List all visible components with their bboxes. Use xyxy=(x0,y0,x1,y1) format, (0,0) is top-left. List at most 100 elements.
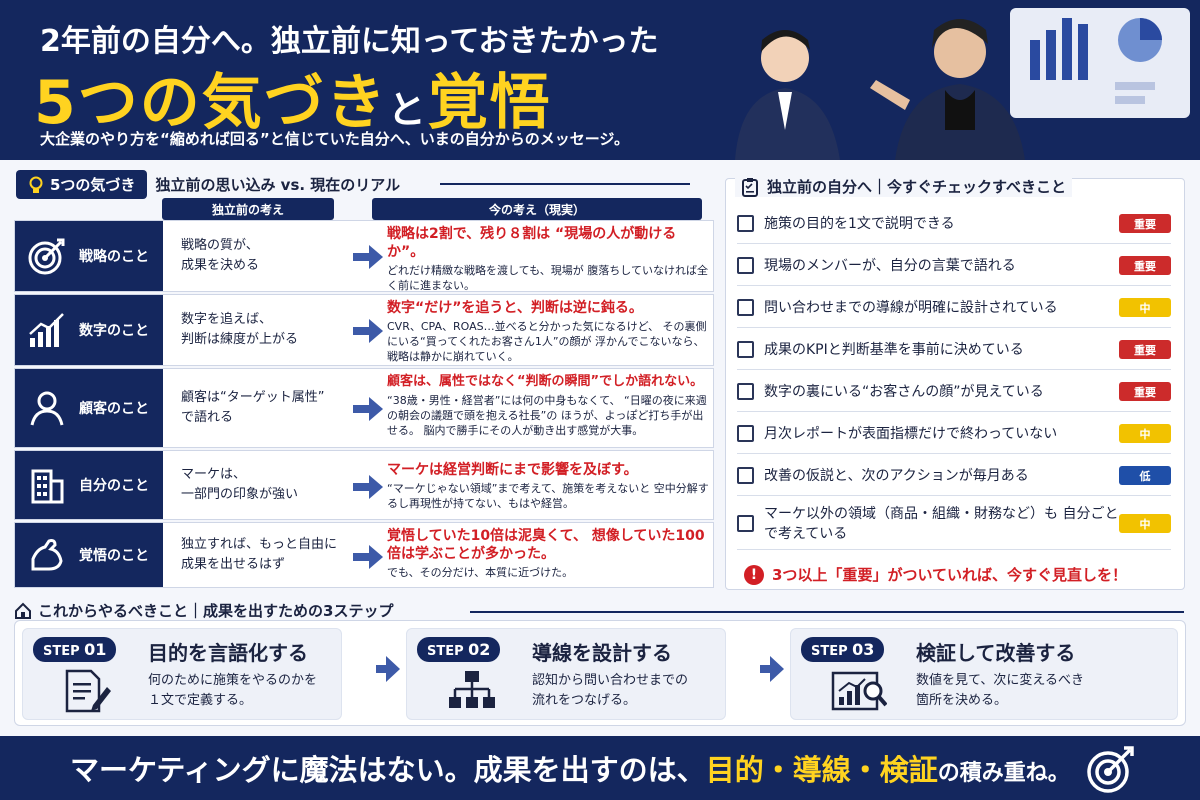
step-description-line: 認知から問い合わせまでの xyxy=(532,673,689,688)
step-card: STEP 02 導線を設計する 認知から問い合わせまでの流れをつなげる。 xyxy=(406,628,726,720)
reality-description: “マーケじゃない領域”まで考えて、施策を考えないと 空中分解するし再現性が持てな… xyxy=(387,482,709,510)
checkbox[interactable] xyxy=(737,299,754,316)
step-number: 02 xyxy=(468,640,491,659)
footer-banner: マーケティングに魔法はない。成果を出すのは、目的・導線・検証の積み重ね。 xyxy=(0,736,1200,800)
reality-headline: 覚悟していた10倍は泥臭くて、 想像していた100倍は学ぶことが多かった。 xyxy=(387,528,705,562)
row-label: 顧客のこと xyxy=(15,369,163,447)
priority-badge: 中 xyxy=(1119,424,1171,443)
step-title: 導線を設計する xyxy=(532,641,672,665)
checkbox[interactable] xyxy=(737,425,754,442)
checklist-item-text: 現場のメンバーが、自分の言葉で語れる xyxy=(764,257,1016,274)
old-belief-line: で語れる xyxy=(181,410,234,425)
step-badge-label: STEP xyxy=(427,644,464,659)
checklist-item[interactable]: 成果のKPIと判断基準を事前に決めている 重要 xyxy=(737,330,1171,370)
old-belief: 顧客は“ターゲット属性” で語れる xyxy=(181,369,324,447)
step-number: 01 xyxy=(84,640,107,659)
checklist-item[interactable]: マーケ以外の領域（商品・組織・財務など）も 自分ごとで考えている中 xyxy=(737,498,1171,550)
row-title: 数字のこと xyxy=(79,323,149,339)
priority-badge: 中 xyxy=(1119,514,1171,533)
reality-headline: マーケは経営判断にまで影響を及ぼす。 xyxy=(387,462,638,478)
flexed-arm-icon xyxy=(31,539,63,571)
checkbox[interactable] xyxy=(737,383,754,400)
checklist-warning: ! 3つ以上「重要」がついていれば、今すぐ見直しを！ xyxy=(744,564,1127,585)
target-icon xyxy=(28,238,65,275)
clipboard-icon xyxy=(742,177,758,197)
bar-chart-icon xyxy=(29,313,64,347)
old-belief: マーケは、一部門の印象が強い xyxy=(181,451,298,519)
awareness-section-header: 5つの気づき 独立前の思い込み vs. 現在のリアル xyxy=(16,170,400,199)
checkbox[interactable] xyxy=(737,257,754,274)
steps-section-header: これからやるべきこと｜成果を出すための3ステップ xyxy=(14,600,393,621)
footer-message-post: の積み重ね。 xyxy=(937,761,1070,786)
row-title: 顧客のこと xyxy=(79,401,149,417)
checklist-item[interactable]: 改善の仮説と、次のアクションが毎月ある 低 xyxy=(737,456,1171,496)
old-belief-line: 顧客は“ターゲット属性” xyxy=(181,390,325,405)
arrow-right-icon xyxy=(353,319,383,343)
arrow-right-icon xyxy=(376,656,400,682)
step-description-line: 箇所を決める。 xyxy=(916,693,1008,708)
step-description-line: 何のために施策をやるのかを xyxy=(148,673,318,688)
footer-message: マーケティングに魔法はない。成果を出すのは、目的・導線・検証の積み重ね。 xyxy=(70,747,1070,789)
checklist-item-text: 月次レポートが表面指標だけで終わっていない xyxy=(764,425,1058,442)
checkbox[interactable] xyxy=(737,467,754,484)
old-belief: 戦略の質が、成果を決める xyxy=(181,221,259,291)
main-title-connector: と xyxy=(387,88,428,132)
step-title: 検証して改善する xyxy=(916,641,1076,665)
reality-description: “38歳・男性・経営者”には何の中身もなくて、 “日曜の夜に来週の朝会の議題で頭… xyxy=(387,394,707,437)
checkbox[interactable] xyxy=(737,341,754,358)
step-description: 認知から問い合わせまでの流れをつなげる。 xyxy=(532,671,688,711)
checklist-item-text: 数字の裏にいる“お客さんの顔”が見えている xyxy=(764,383,1044,400)
checklist-item[interactable]: 施策の目的を1文で説明できる 重要 xyxy=(737,204,1171,244)
checklist-item[interactable]: 問い合わせまでの導線が明確に設計されている中 xyxy=(737,288,1171,328)
current-reality: 覚悟していた10倍は泥臭くて、 想像していた100倍は学ぶことが多かった。 でも… xyxy=(387,527,709,580)
meeting-illustration xyxy=(735,8,1190,160)
house-icon xyxy=(15,602,31,619)
priority-badge: 重要 xyxy=(1119,340,1171,359)
reality-description: CVR、CPA、ROAS…並べると分かった気になるけど、 その裏側にいる“買って… xyxy=(387,320,707,363)
old-belief-line: 数字を追えば、 xyxy=(181,312,273,327)
awareness-row: 戦略のこと 戦略の質が、成果を決める 戦略は2割で、残り８割は “現場の人が動け… xyxy=(14,220,714,292)
section-divider xyxy=(470,611,1184,613)
row-title: 戦略のこと xyxy=(79,249,149,265)
checkbox[interactable] xyxy=(737,515,754,532)
step-badge-label: STEP xyxy=(811,644,848,659)
reality-description: どれだけ精緻な戦略を渡しても、現場が 腹落ちしていなければ全く前に進まない。 xyxy=(387,264,708,292)
step-number: 03 xyxy=(852,640,875,659)
lightbulb-icon xyxy=(29,176,43,193)
checkbox[interactable] xyxy=(737,215,754,232)
checklist-panel xyxy=(725,178,1185,590)
checklist-item[interactable]: 数字の裏にいる“お客さんの顔”が見えている重要 xyxy=(737,372,1171,412)
arrow-right-icon xyxy=(353,245,383,269)
checklist-item-text: 成果のKPIと判断基準を事前に決めている xyxy=(764,341,1024,358)
old-belief-line: 一部門の印象が強い xyxy=(181,487,299,502)
old-belief: 独立すれば、もっと自由に成果を出せるはず xyxy=(181,523,337,587)
main-title-part2: 覚悟 xyxy=(427,68,552,138)
reality-headline: 顧客は、属性ではなく“判断の瞬間”でしか語れない。 xyxy=(387,374,704,389)
priority-badge: 重要 xyxy=(1119,214,1171,233)
checklist-item[interactable]: 月次レポートが表面指標だけで終わっていない 中 xyxy=(737,414,1171,454)
step-badge: STEP 03 xyxy=(801,637,885,662)
old-belief-line: マーケは、 xyxy=(181,467,247,482)
row-label: 自分のこと xyxy=(15,451,163,519)
analytics-icon xyxy=(831,671,887,711)
priority-badge: 低 xyxy=(1119,466,1171,485)
awareness-table: 戦略のこと 戦略の質が、成果を決める 戦略は2割で、残り８割は “現場の人が動け… xyxy=(14,220,714,590)
awareness-tag-label: 5つの気づき xyxy=(50,176,136,194)
header-line1: 2年前の自分へ。独立前に知っておきたかった xyxy=(40,24,659,59)
checklist-item-text: 施策の目的を1文で説明できる xyxy=(764,215,955,232)
checklist-item[interactable]: 現場のメンバーが、自分の言葉で語れる 重要 xyxy=(737,246,1171,286)
step-badge-label: STEP xyxy=(43,644,80,659)
old-belief: 数字を追えば、判断は練度が上がる xyxy=(181,295,298,365)
old-belief-line: 判断は練度が上がる xyxy=(181,332,299,347)
awareness-row: 自分のこと マーケは、一部門の印象が強い マーケは経営判断にまで影響を及ぼす。 … xyxy=(14,450,714,520)
row-label: 数字のこと xyxy=(15,295,163,365)
checklist-header: 独立前の自分へ｜今すぐチェックすべきこと xyxy=(735,176,1072,197)
step-badge: STEP 01 xyxy=(33,637,117,662)
checklist-item-text: 改善の仮説と、次のアクションが毎月ある xyxy=(764,467,1029,484)
old-belief-line: 独立すれば、もっと自由に xyxy=(181,537,338,552)
step-card: STEP 03 検証して改善する 数値を見て、次に変えるべき箇所を決める。 xyxy=(790,628,1178,720)
row-title: 覚悟のこと xyxy=(79,548,149,564)
priority-badge: 重要 xyxy=(1119,256,1171,275)
